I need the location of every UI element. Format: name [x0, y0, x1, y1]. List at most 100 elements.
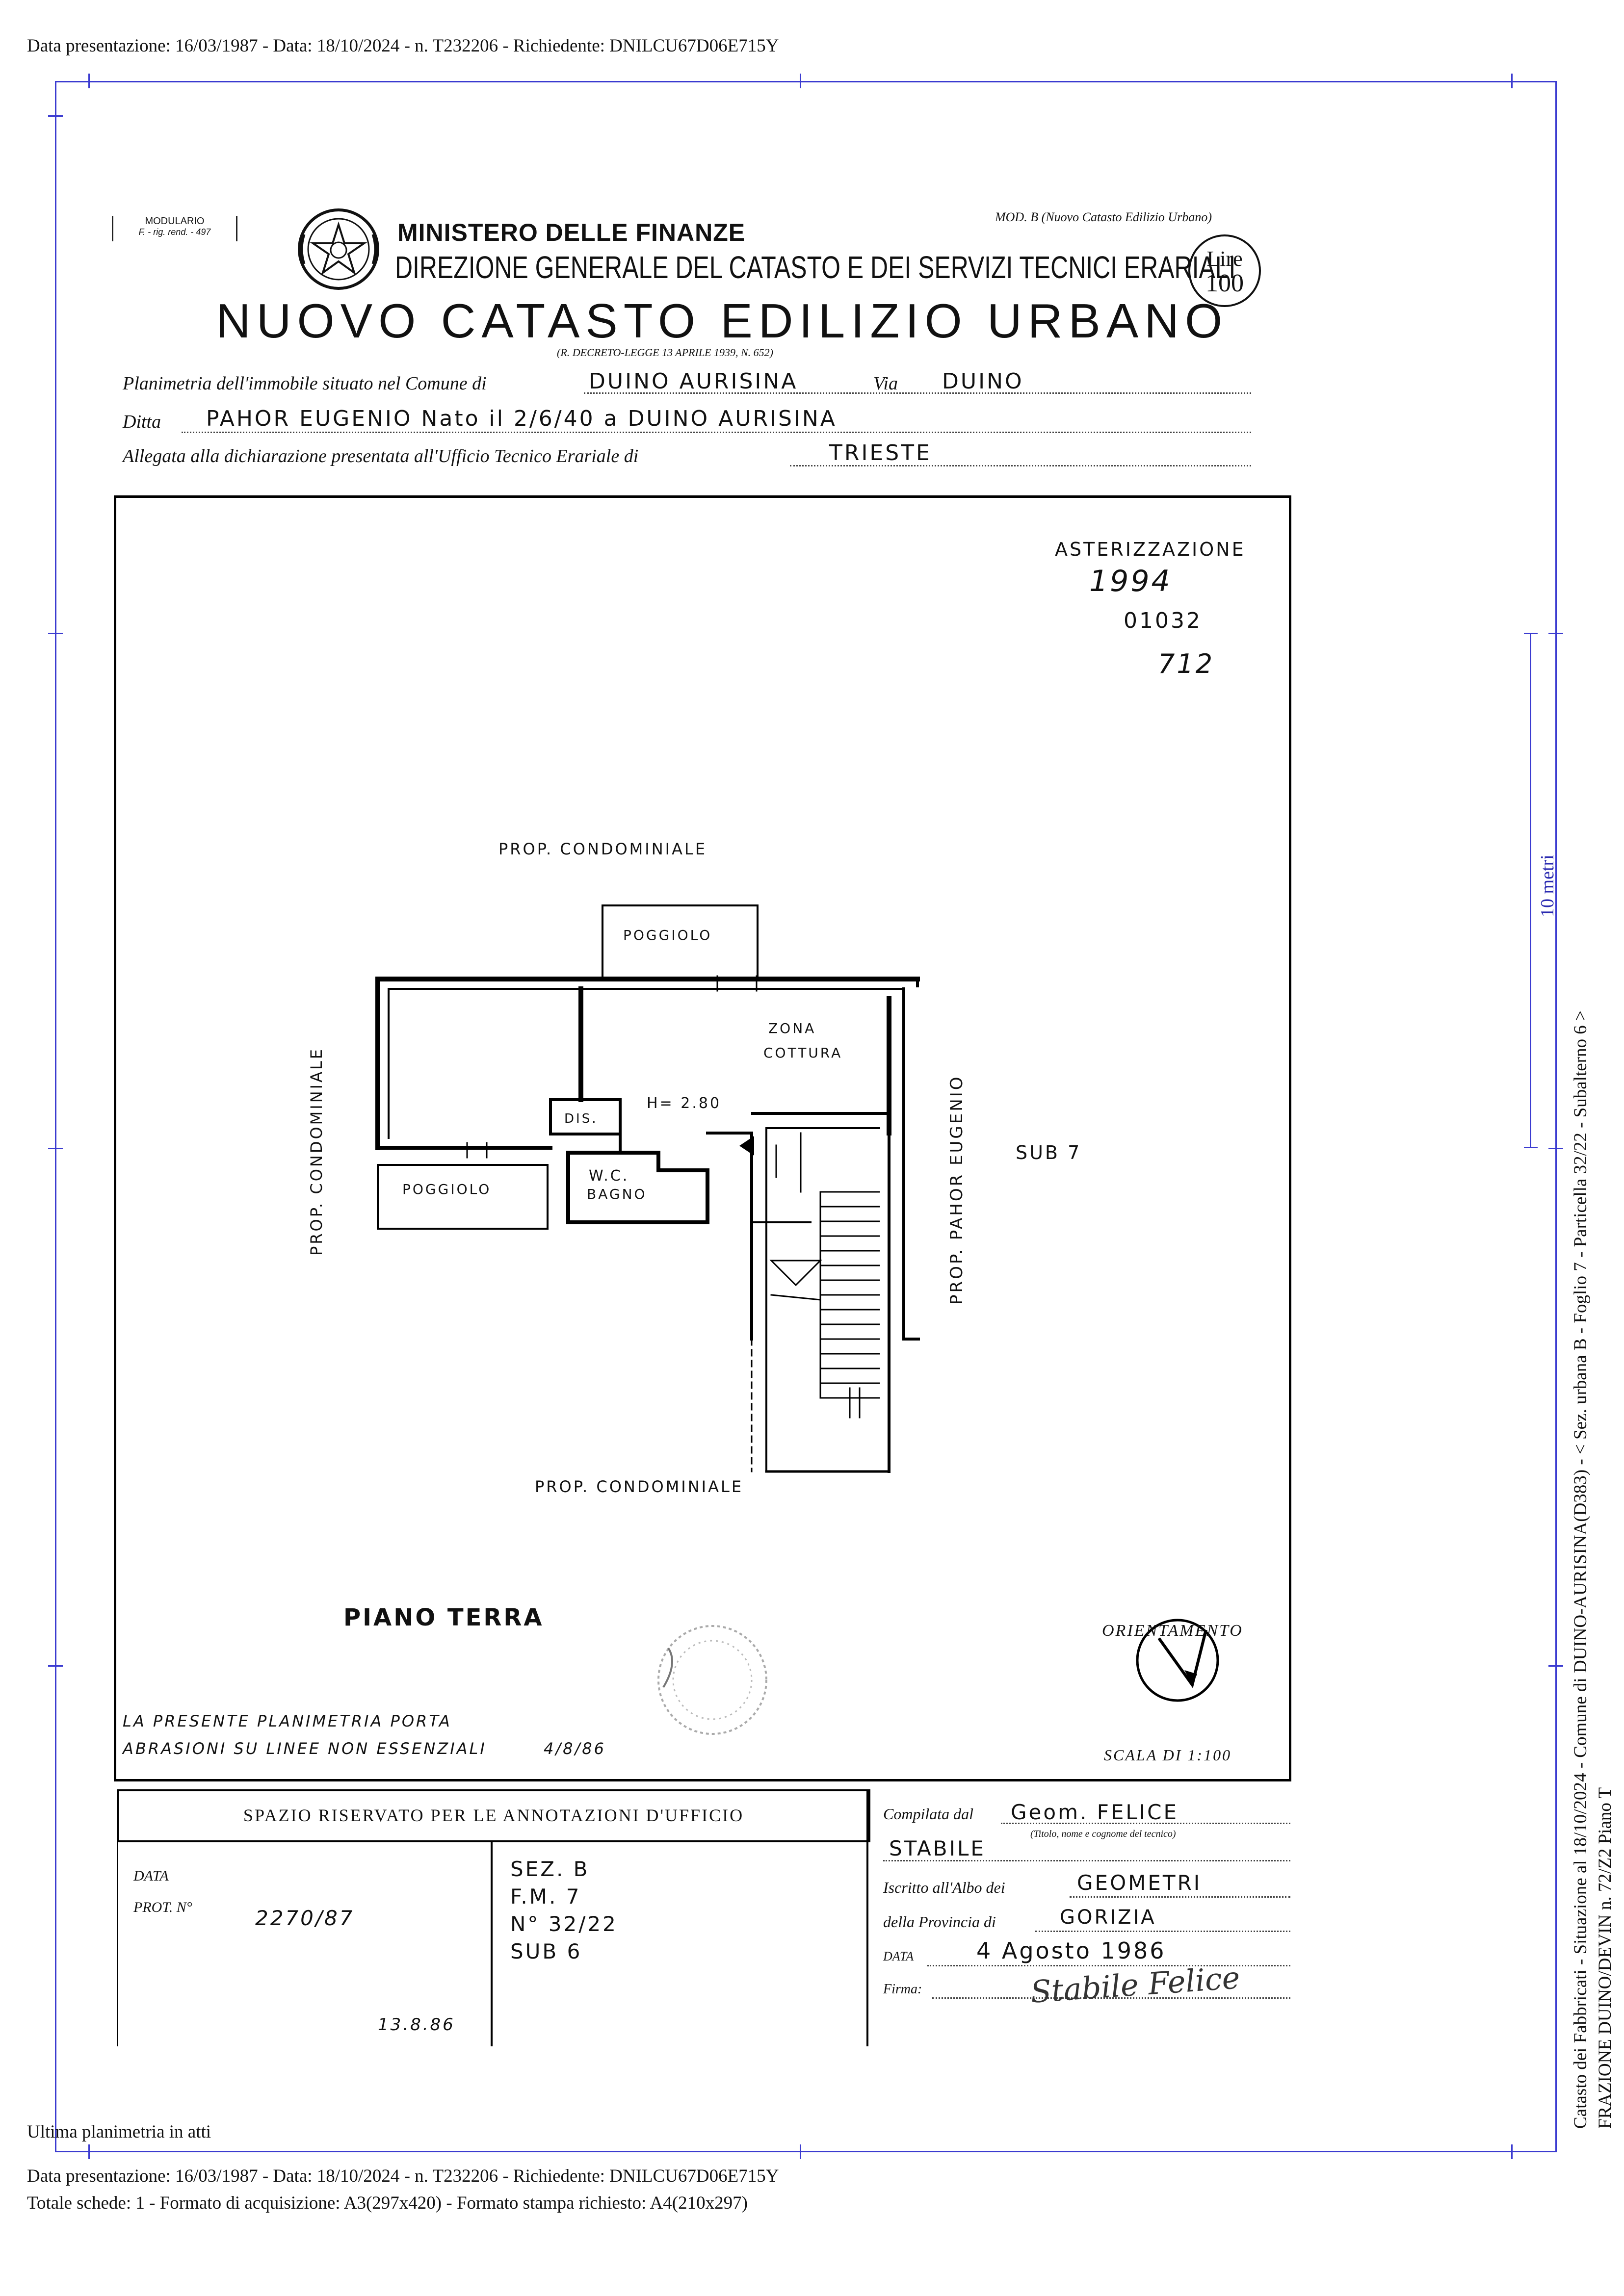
floor-label: PIANO TERRA [343, 1604, 544, 1631]
frame-right [1555, 81, 1557, 2152]
tick [1548, 633, 1563, 634]
tick [88, 74, 90, 88]
frame-top [55, 81, 1556, 82]
firma-line [932, 1997, 1290, 1999]
wc-label: W.C. [589, 1167, 629, 1185]
modulario-code: F. - rig. rend. - 497 [138, 227, 211, 237]
reserved-left-border [117, 1840, 118, 2046]
reserved-title: SPAZIO RISERVATO PER LE ANNOTAZIONI D'UF… [243, 1806, 744, 1825]
prop-right-label: PROP. PAHOR EUGENIO [947, 1075, 967, 1305]
floor-plan-drawing [375, 904, 1219, 1735]
note-date: 4/8/86 [544, 1739, 606, 1758]
bagno-label: BAGNO [587, 1186, 647, 1202]
compilata-line [1001, 1823, 1290, 1824]
lire-value: 100 [1205, 269, 1244, 297]
lire-label: Lire [1206, 247, 1243, 271]
scale-bar-end [1524, 1147, 1538, 1148]
side-line-2: FRAZIONE DUINO/DEVIN n. 72/Z2 Piano T [1595, 1787, 1615, 2129]
prop-bottom-label: PROP. CONDOMINIALE [535, 1477, 744, 1496]
ditta-label: Ditta [123, 412, 161, 432]
sub7-label: SUB 7 [1016, 1142, 1082, 1163]
stabile-line [883, 1860, 1290, 1861]
iscritto-label: Iscritto all'Albo dei [883, 1879, 1005, 1896]
provincia-line [1035, 1931, 1290, 1932]
modulario-box: MODULARIO F. - rig. rend. - 497 [112, 216, 237, 241]
zona-label: ZONA [768, 1020, 816, 1036]
iscritto-line [1070, 1896, 1290, 1898]
iscritto-value: GEOMETRI [1077, 1871, 1202, 1895]
tick [48, 115, 63, 117]
firma-label: Firma: [883, 1982, 922, 1997]
via-label: Via [873, 373, 898, 394]
comune-line [584, 392, 1251, 394]
data-label-2: DATA [883, 1949, 914, 1963]
signature: Stabile Felice [1029, 1960, 1241, 2010]
plan-box [114, 495, 1291, 1781]
ministry-title: MINISTERO DELLE FINANZE [397, 219, 746, 246]
stamp-title: ASTERIZZAZIONE [1055, 539, 1246, 560]
note-line-2: ABRASIONI SU LINEE NON ESSENZIALI [123, 1739, 487, 1758]
header-line: Data presentazione: 16/03/1987 - Data: 1… [27, 36, 779, 56]
frame-left [55, 81, 56, 2152]
scale-bar-end [1524, 633, 1538, 634]
stamp-year: 1994 [1089, 564, 1172, 598]
data-line [927, 1965, 1290, 1966]
ufficio-value: TRIESTE [829, 440, 932, 465]
modulario-label: MODULARIO [145, 216, 205, 227]
num-value: N° 32/22 [510, 1912, 618, 1936]
lire-stamp: Lire 100 [1188, 234, 1261, 307]
reserved-right-border [866, 1789, 868, 2046]
stamp-code: 01032 [1124, 608, 1202, 633]
compilata-label: Compilata dal [883, 1805, 974, 1823]
comune-value: DUINO AURISINA [589, 369, 798, 394]
data-value: 4 Agosto 1986 [976, 1937, 1166, 1964]
fm-value: F.M. 7 [510, 1884, 581, 1909]
via-value: DUINO [942, 369, 1024, 394]
stabile-value: STABILE [889, 1836, 986, 1860]
prot-label: PROT. N° [133, 1899, 192, 1915]
provincia-label: della Provincia di [883, 1913, 996, 1931]
last-plan-label: Ultima planimetria in atti [27, 2122, 211, 2142]
data-label: DATA [133, 1868, 169, 1884]
tick [1511, 2144, 1513, 2159]
tick [800, 2144, 801, 2159]
tick [1548, 1148, 1563, 1149]
decree-label: (R. DECRETO-LEGGE 13 APRILE 1939, N. 652… [557, 346, 773, 359]
tick [88, 2144, 90, 2159]
tick [1511, 74, 1513, 88]
republic-emblem-icon [298, 208, 379, 290]
stamp-num: 712 [1158, 648, 1215, 679]
direction-title: DIREZIONE GENERALE DEL CATASTO E DEI SER… [395, 250, 1236, 285]
planimetria-label: Planimetria dell'immobile situato nel Co… [123, 373, 487, 394]
mod-b-label: MOD. B (Nuovo Catasto Edilizio Urbano) [995, 210, 1212, 224]
side-line-1: Catasto dei Fabbricati - Situazione al 1… [1571, 1010, 1591, 2129]
provincia-value: GORIZIA [1060, 1906, 1156, 1929]
height-label: H= 2.80 [647, 1095, 722, 1112]
poggiolo-top-label: POGGIOLO [623, 927, 712, 943]
sub-value: SUB 6 [510, 1939, 582, 1963]
prop-top-label: PROP. CONDOMINIALE [498, 840, 707, 858]
cottura-label: COTTURA [763, 1045, 843, 1061]
prot-value: 2270/87 [255, 1906, 355, 1930]
footer-line-1: Data presentazione: 16/03/1987 - Data: 1… [27, 2166, 779, 2186]
note-line-1: LA PRESENTE PLANIMETRIA PORTA [123, 1712, 452, 1730]
compilata-value: Geom. FELICE [1011, 1800, 1179, 1824]
orientamento-label: ORIENTAMENTO [1102, 1622, 1243, 1640]
sez-value: SEZ. B [510, 1857, 590, 1881]
bottom-date: 13.8.86 [378, 2015, 455, 2035]
tick [800, 74, 801, 88]
reserved-divider [491, 1840, 493, 2046]
tick [1548, 1665, 1563, 1667]
tick [48, 1665, 63, 1667]
footer-line-2: Totale schede: 1 - Formato di acquisizio… [27, 2193, 748, 2213]
dis-label: DIS. [564, 1111, 598, 1126]
allegata-label: Allegata alla dichiarazione presentata a… [123, 446, 639, 466]
poggiolo-left-label: POGGIOLO [402, 1181, 492, 1197]
tick [48, 1148, 63, 1149]
scale-label: 10 metri [1537, 854, 1558, 917]
prop-left-label: PROP. CONDOMINIALE [307, 1047, 326, 1256]
ufficio-line [790, 465, 1251, 466]
scale-bar [1530, 633, 1531, 1148]
frame-bottom [55, 2151, 1556, 2152]
main-title: NUOVO CATASTO EDILIZIO URBANO [216, 294, 1229, 348]
